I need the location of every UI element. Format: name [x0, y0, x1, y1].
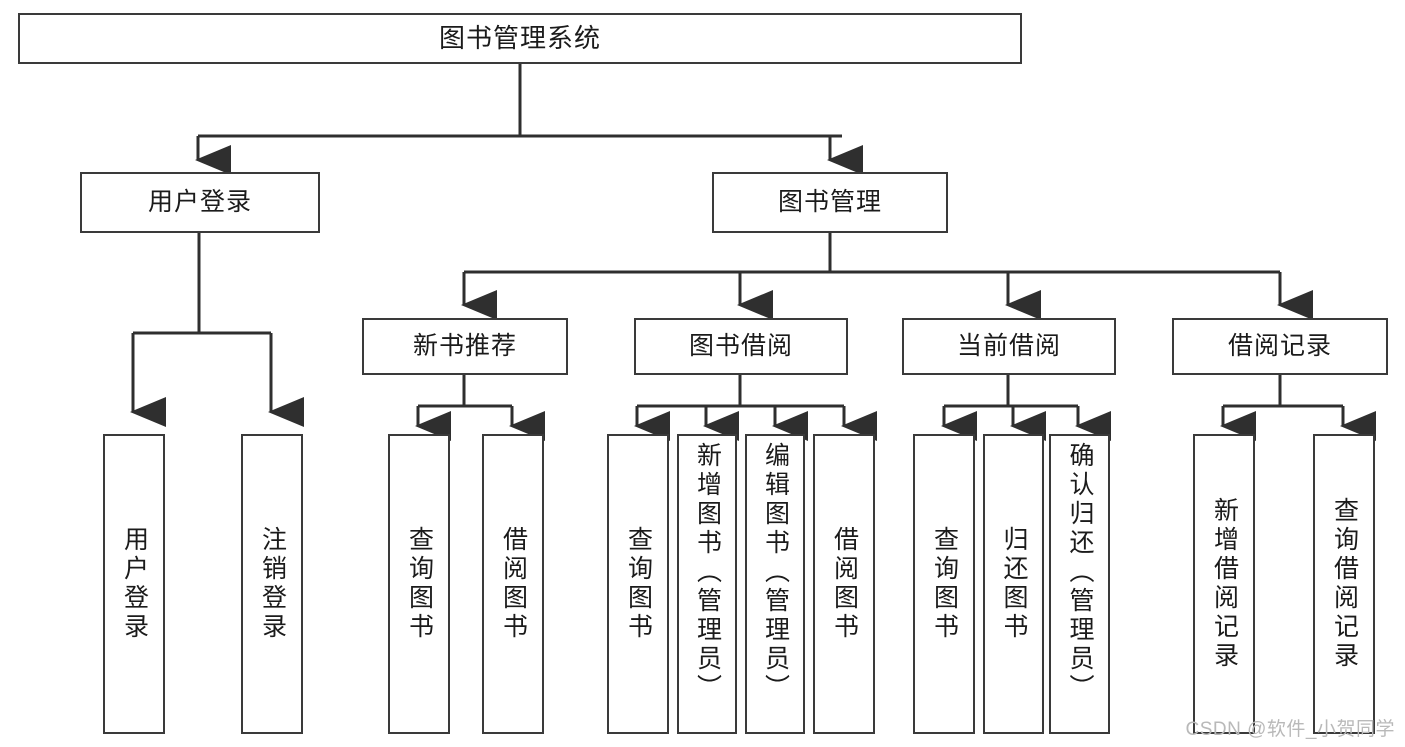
node-leaf-rec-query[interactable]: 查询借阅记录	[1313, 434, 1375, 734]
node-leaf-user-login[interactable]: 用户登录	[103, 434, 165, 734]
node-new-book-label: 新书推荐	[412, 332, 517, 361]
node-book-manage-label: 图书管理	[777, 188, 882, 217]
node-leaf-cur-confirm[interactable]: 确认归还（管理员）	[1049, 434, 1110, 734]
node-leaf-bq-query[interactable]: 查询图书	[607, 434, 669, 734]
watermark: CSDN @软件_小贺同学	[1185, 719, 1395, 740]
node-leaf-user-logout[interactable]: 注销登录	[241, 434, 303, 734]
node-leaf-rec-add-label: 新增借阅记录	[1210, 497, 1239, 671]
node-leaf-cur-return[interactable]: 归还图书	[983, 434, 1044, 734]
node-leaf-cur-confirm-label: 确认归还（管理员）	[1066, 442, 1094, 703]
node-leaf-cur-query[interactable]: 查询图书	[913, 434, 975, 734]
node-leaf-bq-edit-label: 编辑图书（管理员）	[761, 442, 790, 703]
node-leaf-bq-add[interactable]: 新增图书（管理员）	[677, 434, 737, 734]
node-leaf-new-borrow[interactable]: 借阅图书	[482, 434, 544, 734]
node-leaf-new-borrow-label: 借阅图书	[499, 526, 528, 642]
node-leaf-user-login-label: 用户登录	[120, 526, 149, 642]
node-leaf-new-query[interactable]: 查询图书	[388, 434, 450, 734]
node-leaf-cur-query-label: 查询图书	[930, 526, 959, 642]
node-leaf-bq-borrow-label: 借阅图书	[830, 526, 859, 642]
node-leaf-cur-return-label: 归还图书	[1000, 526, 1028, 642]
node-leaf-bq-edit[interactable]: 编辑图书（管理员）	[745, 434, 805, 734]
node-leaf-rec-add[interactable]: 新增借阅记录	[1193, 434, 1255, 734]
node-current[interactable]: 当前借阅	[902, 318, 1116, 375]
node-record-label: 借阅记录	[1227, 332, 1332, 361]
node-leaf-bq-add-label: 新增图书（管理员）	[693, 442, 722, 703]
node-root[interactable]: 图书管理系统	[18, 13, 1022, 64]
node-book-manage[interactable]: 图书管理	[712, 172, 948, 233]
node-user-login[interactable]: 用户登录	[80, 172, 320, 233]
node-borrow-label: 图书借阅	[688, 332, 793, 361]
node-leaf-new-query-label: 查询图书	[405, 526, 434, 642]
node-root-label: 图书管理系统	[438, 22, 601, 53]
node-leaf-rec-query-label: 查询借阅记录	[1330, 497, 1359, 671]
node-leaf-user-logout-label: 注销登录	[258, 526, 287, 642]
node-new-book[interactable]: 新书推荐	[362, 318, 568, 375]
node-leaf-bq-query-label: 查询图书	[624, 526, 653, 642]
node-current-label: 当前借阅	[956, 332, 1061, 361]
node-record[interactable]: 借阅记录	[1172, 318, 1388, 375]
node-borrow[interactable]: 图书借阅	[634, 318, 848, 375]
node-leaf-bq-borrow[interactable]: 借阅图书	[813, 434, 875, 734]
node-user-login-label: 用户登录	[147, 188, 252, 217]
